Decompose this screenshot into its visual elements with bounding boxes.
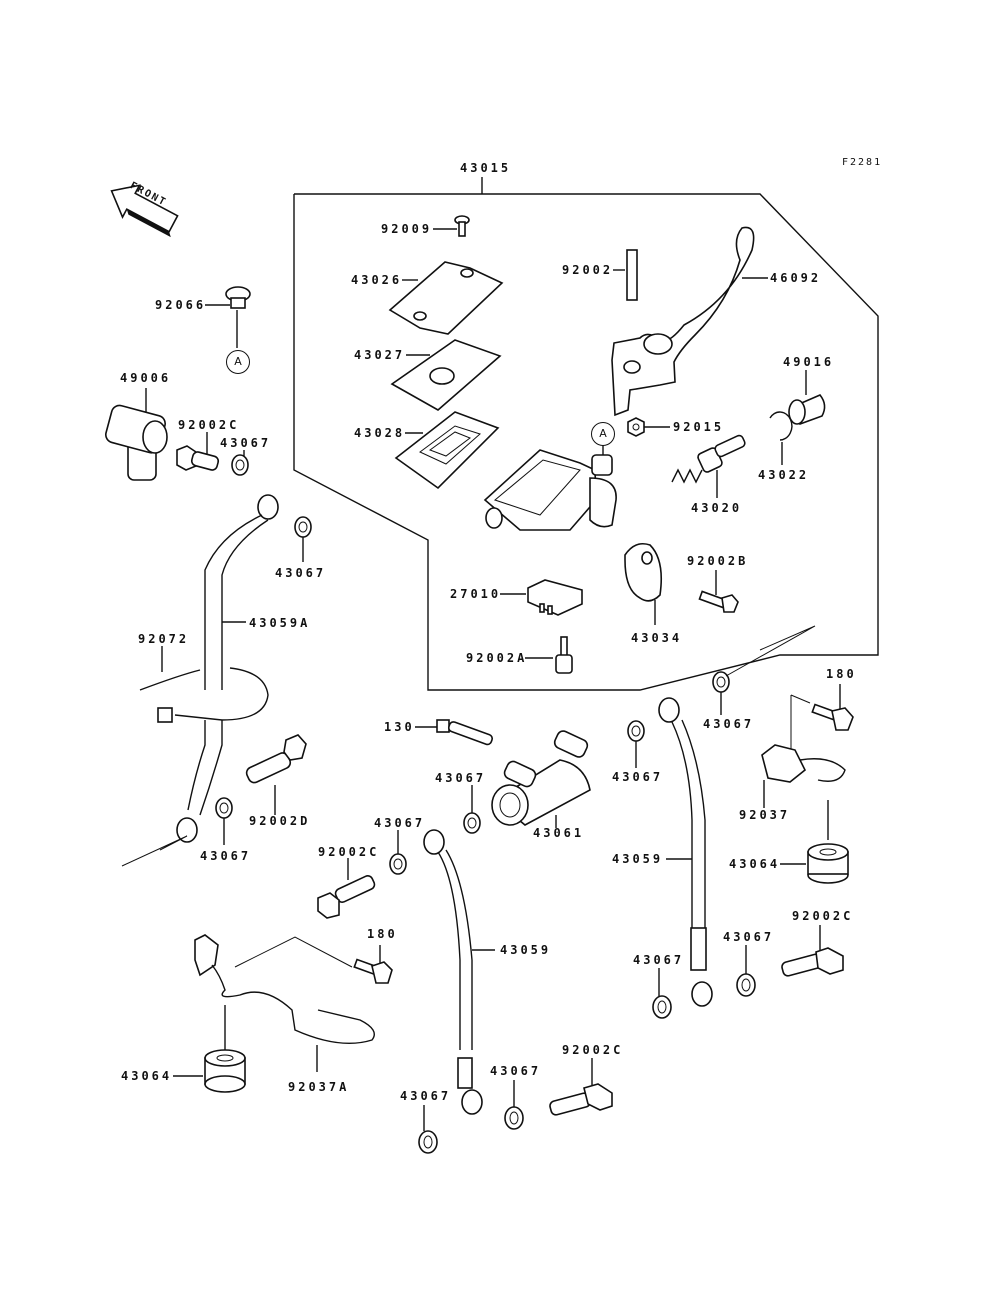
part-label-43022: 43022 <box>758 468 810 482</box>
part-label-43067: 43067 <box>200 849 252 863</box>
clip-92037-icon <box>761 695 846 808</box>
part-label-92066: 92066 <box>155 298 207 312</box>
assembly-outline <box>293 177 879 691</box>
assembly-label-43015: 43015 <box>460 161 512 175</box>
part-label-92002B: 92002B <box>687 554 749 568</box>
part-label-49006: 49006 <box>120 371 172 385</box>
screw-92002A-icon <box>525 636 573 674</box>
part-label-92002D: 92002D <box>249 814 311 828</box>
part-label-180: 180 <box>367 927 398 941</box>
cap-92066-icon <box>205 286 251 348</box>
part-label-43067: 43067 <box>275 566 327 580</box>
part-label-92037A: 92037A <box>288 1080 350 1094</box>
part-label-43061: 43061 <box>533 826 585 840</box>
reservoir-cap-43026-icon <box>388 261 504 335</box>
part-label-92002: 92002 <box>562 263 614 277</box>
part-label-180: 180 <box>826 667 857 681</box>
band-92072-icon <box>139 646 269 723</box>
part-label-43067: 43067 <box>612 770 664 784</box>
part-label-49016: 49016 <box>783 355 835 369</box>
part-label-43020: 43020 <box>691 501 743 515</box>
master-cylinder-body-icon <box>483 445 617 531</box>
part-label-43064: 43064 <box>729 857 781 871</box>
bolt-130-icon <box>415 719 493 746</box>
dust-boot-49016-icon <box>788 370 826 425</box>
brake-light-switch-27010-icon <box>500 579 583 616</box>
circlip-43022-icon <box>769 411 793 465</box>
reference-mark-a: A <box>226 350 250 374</box>
part-label-43059: 43059 <box>500 943 552 957</box>
part-label-92015: 92015 <box>673 420 725 434</box>
front-arrow-icon <box>110 184 179 238</box>
brake-hose-43059-right-icon <box>658 625 816 1007</box>
clamp-43034-icon <box>624 542 663 625</box>
screw-92009-icon <box>433 215 470 237</box>
part-label-43067: 43067 <box>490 1064 542 1078</box>
part-label-43034: 43034 <box>631 631 683 645</box>
damper-43064-icon <box>173 1005 246 1093</box>
part-label-27010: 27010 <box>450 587 502 601</box>
part-label-92002C: 92002C <box>178 418 240 432</box>
part-label-92072: 92072 <box>138 632 190 646</box>
nut-92015-icon <box>627 417 670 437</box>
part-label-43067: 43067 <box>400 1089 452 1103</box>
washer-icons <box>215 450 756 1154</box>
figure-code: F2281 <box>842 157 883 168</box>
diaphragm-plate-43027-icon <box>390 339 502 411</box>
part-label-130: 130 <box>384 720 415 734</box>
brake-hose-43059-center-icon <box>423 829 495 1115</box>
union-bolt-92002C-icon <box>781 925 844 977</box>
part-label-92002C: 92002C <box>318 845 380 859</box>
part-label-92009: 92009 <box>381 222 433 236</box>
reference-mark-a: A <box>591 422 615 446</box>
union-bolt-92002C-icon <box>549 1058 613 1116</box>
damper-43064-icon <box>780 800 849 884</box>
pivot-pin-92002-icon <box>613 249 638 301</box>
part-label-92037: 92037 <box>739 808 791 822</box>
part-label-46092: 46092 <box>770 271 822 285</box>
part-label-43067: 43067 <box>220 436 272 450</box>
part-label-43067: 43067 <box>633 953 685 967</box>
part-label-43026: 43026 <box>351 273 403 287</box>
bracket-92037A-icon <box>194 934 375 1072</box>
piston-kit-43020-icon <box>671 434 746 498</box>
cap-49006-icon <box>105 388 168 481</box>
part-label-43059A: 43059A <box>249 616 311 630</box>
diaphragm-43028-icon <box>394 411 500 490</box>
part-label-43027: 43027 <box>354 348 406 362</box>
bolt-180-icon <box>790 684 854 731</box>
union-bolt-92002C-icon <box>317 858 376 919</box>
part-label-43067: 43067 <box>703 717 755 731</box>
part-label-92002C: 92002C <box>792 909 854 923</box>
brake-lever-46092-icon <box>611 226 768 417</box>
part-label-43064: 43064 <box>121 1069 173 1083</box>
bolt-92002B-icon <box>698 570 739 613</box>
part-label-43067: 43067 <box>435 771 487 785</box>
cylinder-43061-icon <box>491 730 591 828</box>
part-label-43028: 43028 <box>354 426 406 440</box>
part-label-43059: 43059 <box>612 852 664 866</box>
part-label-92002A: 92002A <box>466 651 528 665</box>
part-label-92002C: 92002C <box>562 1043 624 1057</box>
union-bolt-92002C-icon <box>176 432 220 471</box>
part-label-43067: 43067 <box>374 816 426 830</box>
part-label-43067: 43067 <box>723 930 775 944</box>
union-bolt-92002D-icon <box>245 734 307 815</box>
bolt-180-icon <box>234 936 393 984</box>
brake-hose-43059A-icon <box>121 494 279 867</box>
